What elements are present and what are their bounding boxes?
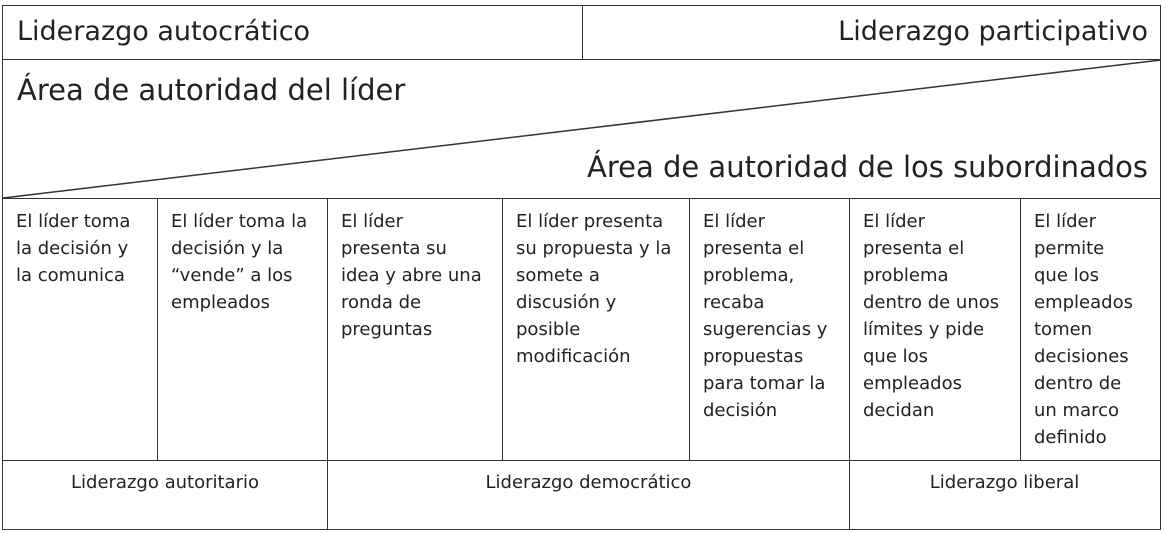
authoritarian-style-cell: Liderazgo autoritario bbox=[3, 460, 328, 529]
behavior-cell-2: El líder toma la decisión y la “vende” a… bbox=[158, 198, 328, 460]
liberal-style-cell: Liderazgo liberal bbox=[929, 472, 1080, 493]
leadership-continuum-diagram: Liderazgo autocrático Liderazgo particip… bbox=[2, 5, 1162, 530]
autocratic-leadership-label: Liderazgo autocrático bbox=[17, 16, 311, 47]
subordinates-authority-label: Área de autoridad de los subordinados bbox=[587, 150, 1148, 184]
behavior-cell-4: El líder presenta su propuesta y la some… bbox=[503, 198, 690, 460]
behavior-cell-3: El líder presenta su idea y abre una ron… bbox=[328, 198, 503, 460]
authority-area: Área de autoridad del líder Área de auto… bbox=[2, 59, 1162, 199]
leader-authority-label: Área de autoridad del líder bbox=[17, 73, 406, 107]
behavior-cell-1: El líder toma la decisión y la comunica bbox=[3, 198, 158, 460]
leadership-style-row: Liderazgo autoritario Liderazgo democrát… bbox=[2, 460, 1161, 530]
header-row: Liderazgo autocrático Liderazgo particip… bbox=[2, 5, 1161, 60]
behavior-cell-7: El líder permite que los empleados tomen… bbox=[1034, 211, 1133, 448]
democratic-style-cell: Liderazgo democrático bbox=[328, 460, 850, 529]
authority-divider-diagonal bbox=[3, 59, 1162, 199]
participative-leadership-label: Liderazgo participativo bbox=[838, 16, 1148, 47]
behavior-row: El líder toma la decisión y la comunica … bbox=[2, 198, 1161, 461]
diagonal-line bbox=[3, 59, 1162, 199]
behavior-cell-6: El líder presenta el problema dentro de … bbox=[850, 198, 1021, 460]
header-left-cell: Liderazgo autocrático bbox=[3, 6, 583, 59]
behavior-cell-5: El líder presenta el problema, recaba su… bbox=[690, 198, 850, 460]
